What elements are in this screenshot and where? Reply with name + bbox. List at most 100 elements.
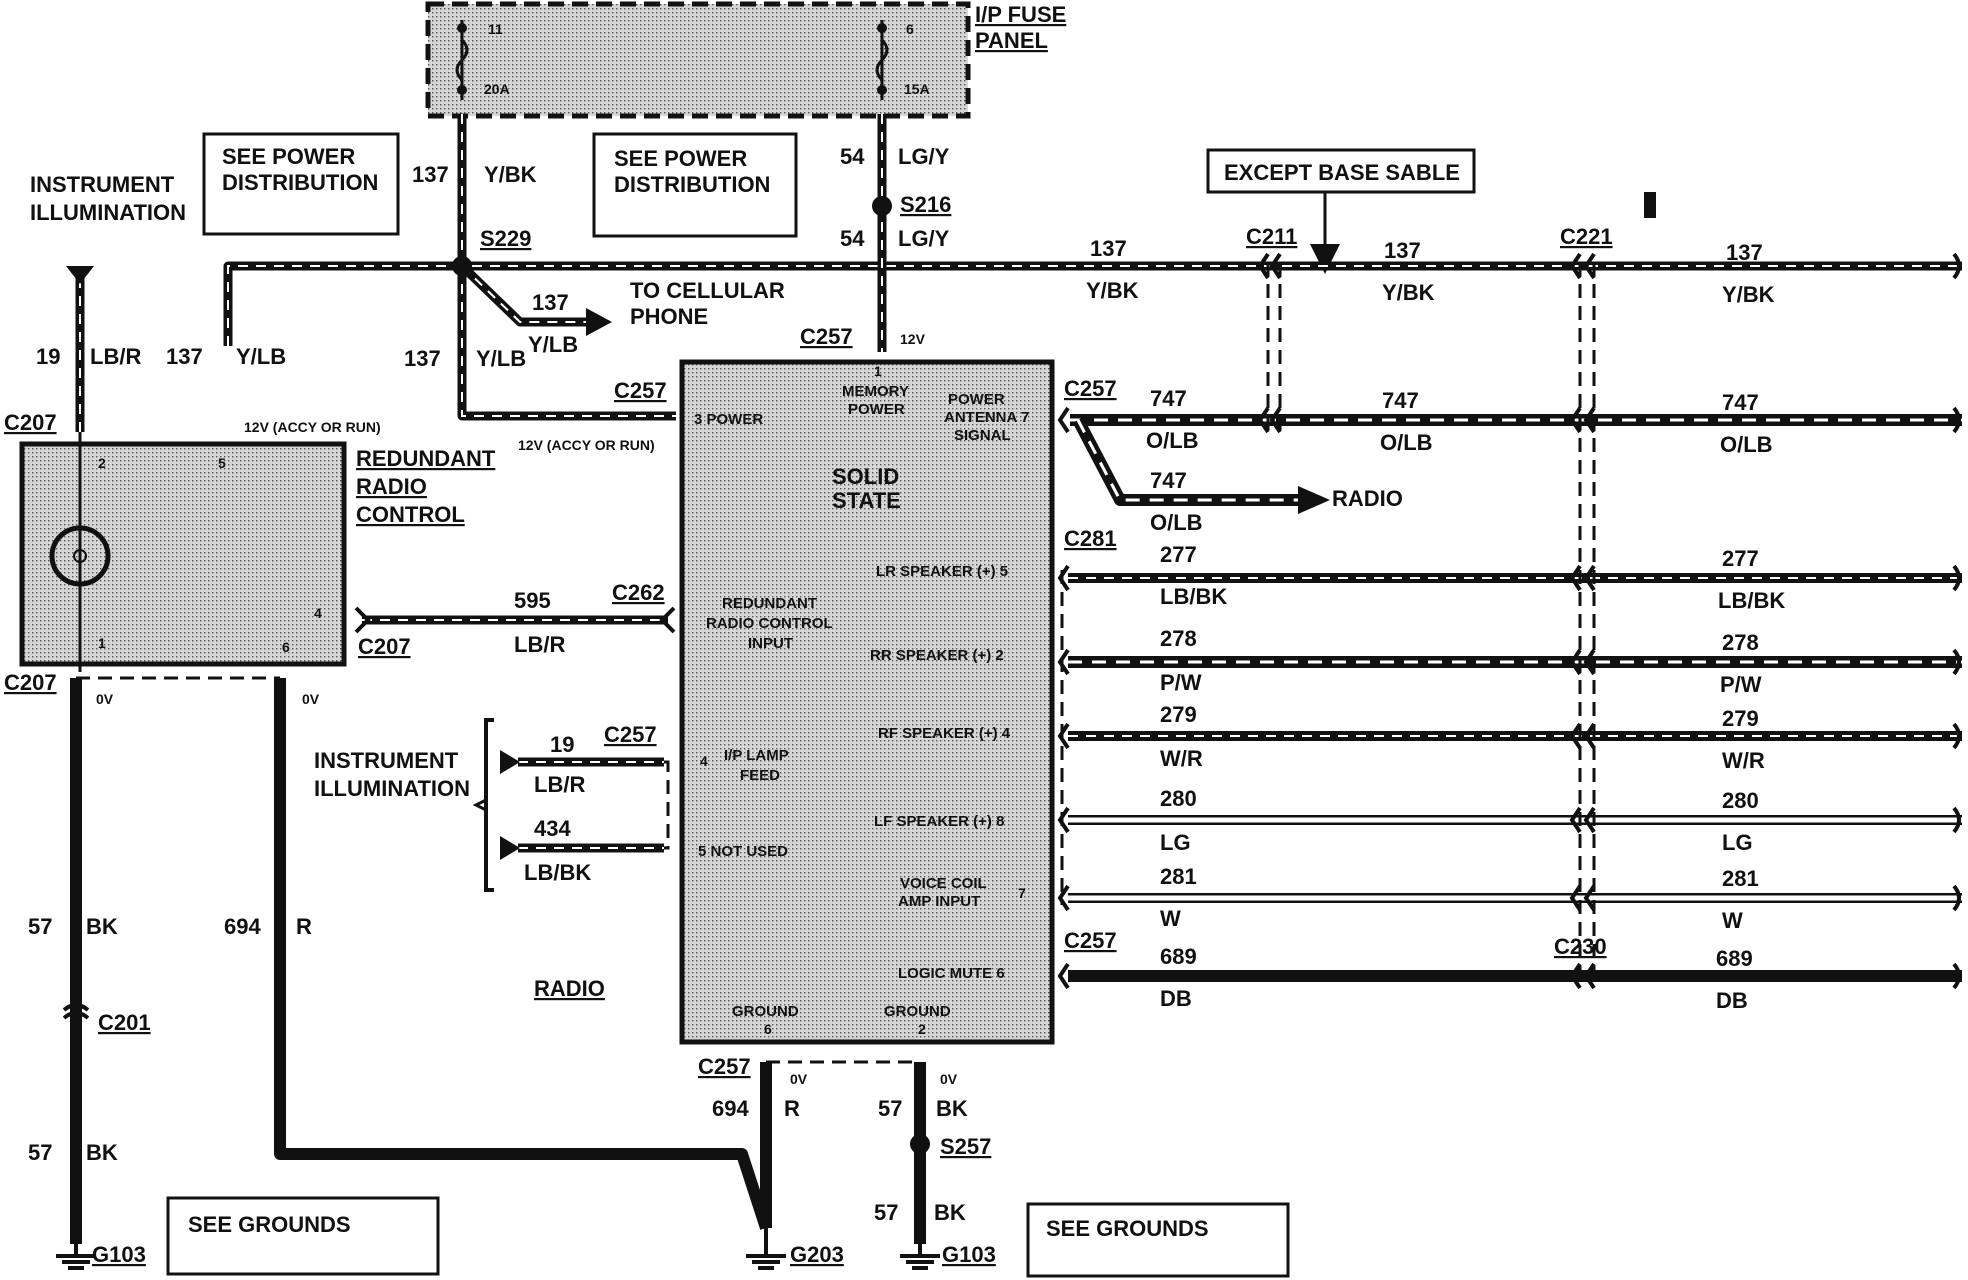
svg-text:Y/BK: Y/BK xyxy=(1086,278,1139,303)
svg-text:RADIO: RADIO xyxy=(1332,486,1403,511)
rrc-title-2: RADIO xyxy=(356,474,427,499)
svg-text:54: 54 xyxy=(840,226,865,251)
svg-text:O/LB: O/LB xyxy=(1146,428,1199,453)
svg-text:LOGIC MUTE 6: LOGIC MUTE 6 xyxy=(898,965,1005,982)
svg-text:4: 4 xyxy=(700,753,708,769)
svg-text:5 NOT USED: 5 NOT USED xyxy=(698,843,788,860)
instrument-illumination-top-2: ILLUMINATION xyxy=(30,200,186,225)
svg-text:19: 19 xyxy=(550,732,574,757)
see-power-box-1 xyxy=(202,132,400,236)
svg-text:Y/LB: Y/LB xyxy=(528,332,578,357)
svg-text:19: 19 xyxy=(36,344,60,369)
svg-text:12V: 12V xyxy=(900,331,926,347)
wire-434-lbbk xyxy=(500,836,664,860)
svg-text:C257: C257 xyxy=(800,324,853,349)
fuse-11-icon xyxy=(455,38,469,82)
svg-text:GROUND: GROUND xyxy=(732,1003,799,1020)
svg-text:4: 4 xyxy=(314,605,322,621)
labels: 137 Y/BK S229 19 LB/R 137 Y/LB 137 Y/LB … xyxy=(4,144,1785,1267)
fuse-panel: 11 20A 6 15A I/P FUSE PANEL xyxy=(425,1,1066,119)
see-grounds-box-2 xyxy=(1026,1202,1290,1278)
svg-text:1: 1 xyxy=(98,635,106,651)
svg-text:694: 694 xyxy=(712,1096,749,1121)
svg-text:INSTRUMENT: INSTRUMENT xyxy=(314,748,459,773)
except-base-sable-text: EXCEPT BASE SABLE xyxy=(1224,160,1460,185)
module-pin-labels: 3 POWER 1 MEMORY POWER POWER ANTENNA 7 S… xyxy=(694,363,1029,1037)
svg-text:C207: C207 xyxy=(4,410,57,435)
svg-text:Y/BK: Y/BK xyxy=(1722,282,1775,307)
wire-595-lbr xyxy=(354,606,676,634)
svg-text:GROUND: GROUND xyxy=(884,1003,951,1020)
svg-text:BK: BK xyxy=(86,914,118,939)
svg-text:LB/BK: LB/BK xyxy=(1718,588,1785,613)
svg-text:0V: 0V xyxy=(790,1071,808,1087)
solid-state-radio-module xyxy=(679,359,1055,1045)
svg-text:279: 279 xyxy=(1722,706,1759,731)
ground-icon xyxy=(900,1244,940,1270)
wire-19-lbr-top xyxy=(66,266,94,432)
svg-text:LF SPEAKER (+) 8: LF SPEAKER (+) 8 xyxy=(874,813,1004,830)
svg-text:INPUT: INPUT xyxy=(748,635,793,652)
svg-text:O/LB: O/LB xyxy=(1720,432,1773,457)
svg-text:7: 7 xyxy=(1018,885,1026,901)
svg-text:RADIO: RADIO xyxy=(534,976,605,1001)
svg-text:277: 277 xyxy=(1160,542,1197,567)
splice-s257 xyxy=(910,1134,930,1154)
svg-text:277: 277 xyxy=(1722,546,1759,571)
svg-text:6: 6 xyxy=(282,639,290,655)
svg-text:747: 747 xyxy=(1382,388,1419,413)
svg-text:W/R: W/R xyxy=(1160,746,1203,771)
wire-19-lbr-mid xyxy=(500,750,664,774)
svg-text:POWER: POWER xyxy=(948,391,1005,408)
svg-text:BK: BK xyxy=(936,1096,968,1121)
svg-text:STATE: STATE xyxy=(832,488,901,513)
svg-text:281: 281 xyxy=(1160,864,1197,889)
svg-text:137: 137 xyxy=(166,344,203,369)
svg-text:G203: G203 xyxy=(790,1242,844,1267)
svg-text:595: 595 xyxy=(514,588,551,613)
fuse-right-num: 6 xyxy=(906,21,914,37)
svg-text:Y/LB: Y/LB xyxy=(476,346,526,371)
svg-text:C257: C257 xyxy=(604,722,657,747)
svg-text:C230: C230 xyxy=(1554,934,1607,959)
svg-text:137: 137 xyxy=(1726,240,1763,265)
svg-text:137: 137 xyxy=(532,290,569,315)
svg-text:57: 57 xyxy=(28,914,52,939)
svg-text:DB: DB xyxy=(1160,986,1192,1011)
svg-text:R: R xyxy=(784,1096,800,1121)
svg-text:C281: C281 xyxy=(1064,526,1117,551)
svg-text:2: 2 xyxy=(98,455,106,471)
see-power-1-line1: SEE POWER xyxy=(222,144,355,169)
rrc-title-3: CONTROL xyxy=(356,502,465,527)
see-power-box-2 xyxy=(592,132,798,238)
svg-text:AMP INPUT: AMP INPUT xyxy=(898,893,980,910)
svg-text:RR SPEAKER (+) 2: RR SPEAKER (+) 2 xyxy=(870,647,1004,664)
fuse-6-icon xyxy=(875,38,889,82)
svg-text:434: 434 xyxy=(534,816,571,841)
svg-text:P/W: P/W xyxy=(1160,670,1202,695)
svg-text:LB/R: LB/R xyxy=(90,344,141,369)
svg-text:ILLUMINATION: ILLUMINATION xyxy=(314,776,470,801)
svg-text:W/R: W/R xyxy=(1722,748,1765,773)
svg-text:280: 280 xyxy=(1160,786,1197,811)
svg-text:689: 689 xyxy=(1160,944,1197,969)
svg-text:P/W: P/W xyxy=(1720,672,1762,697)
see-grounds-box-1 xyxy=(166,1196,440,1276)
svg-text:C207: C207 xyxy=(4,670,57,695)
svg-text:137: 137 xyxy=(1090,236,1127,261)
svg-text:279: 279 xyxy=(1160,702,1197,727)
svg-text:C257: C257 xyxy=(1064,376,1117,401)
svg-text:Y/BK: Y/BK xyxy=(484,162,537,187)
svg-text:O/LB: O/LB xyxy=(1380,430,1433,455)
see-power-1-line2: DISTRIBUTION xyxy=(222,170,378,195)
svg-text:2: 2 xyxy=(918,1021,926,1037)
redundant-radio-control: 2 5 4 1 6 xyxy=(19,432,347,672)
wire-137-ybk-bus xyxy=(223,261,1962,346)
svg-text:C211: C211 xyxy=(1246,224,1297,249)
svg-text:LB/BK: LB/BK xyxy=(1160,584,1227,609)
svg-text:LB/BK: LB/BK xyxy=(524,860,591,885)
svg-text:POWER: POWER xyxy=(848,401,905,418)
see-grounds-2: SEE GROUNDS xyxy=(1046,1216,1209,1241)
wire-694-r-left xyxy=(274,678,772,1230)
svg-text:FEED: FEED xyxy=(740,767,780,784)
